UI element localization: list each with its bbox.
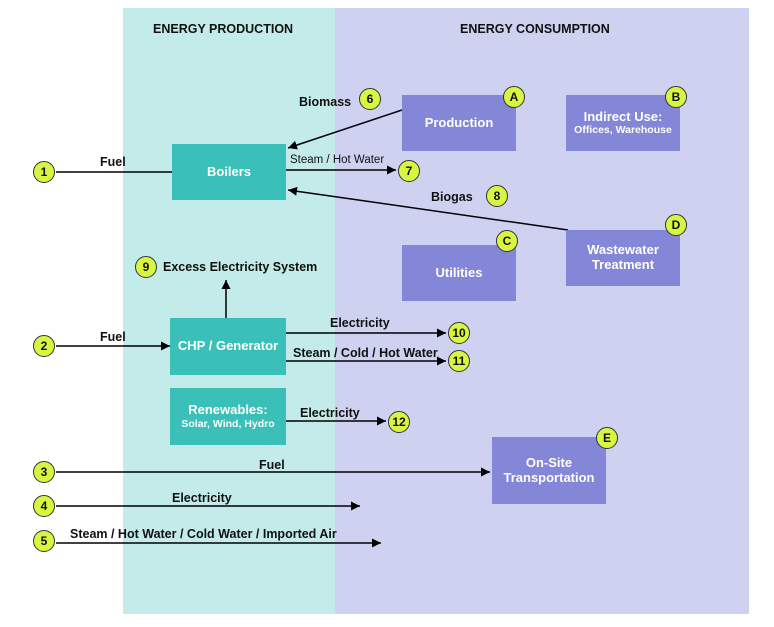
badge-b: B <box>665 86 687 108</box>
badge-9: 9 <box>135 256 157 278</box>
boilers-box[interactable]: Boilers <box>172 144 286 200</box>
badge-11: 11 <box>448 350 470 372</box>
on-site-transportation-label: On-Site Transportation <box>503 454 595 485</box>
biogas-label: Biogas <box>431 190 473 204</box>
boilers-label: Boilers <box>206 163 252 179</box>
imported-utilities-label: Steam / Hot Water / Cold Water / Importe… <box>70 527 337 541</box>
badge-c: C <box>496 230 518 252</box>
steam-hot-water-label: Steam / Hot Water <box>290 154 385 166</box>
utilities-label: Utilities <box>435 264 483 280</box>
on-site-transportation-box[interactable]: On-Site Transportation <box>492 437 606 504</box>
energy-production-title: ENERGY PRODUCTION <box>153 22 294 36</box>
electricity-import-label: Electricity <box>172 491 232 505</box>
indirect-use-box[interactable]: Indirect Use: Offices, Warehouse <box>566 95 680 151</box>
badge-a: A <box>503 86 525 108</box>
renewables-title: Renewables: <box>188 402 268 417</box>
chp-generator-label: CHP / Generator <box>177 338 279 354</box>
fuel-label-3: Fuel <box>259 458 285 472</box>
energy-production-zone: ENERGY PRODUCTION <box>123 8 335 614</box>
biogas-arrow <box>287 186 569 231</box>
chp-steam-label: Steam / Cold / Hot Water <box>293 346 438 360</box>
badge-3: 3 <box>33 461 55 483</box>
badge-1: 1 <box>33 161 55 183</box>
biomass-arrow <box>287 109 403 150</box>
chp-generator-box[interactable]: CHP / Generator <box>170 318 286 375</box>
renewables-sub: Solar, Wind, Hydro <box>181 417 275 430</box>
fuel-label-2: Fuel <box>100 330 126 344</box>
production-box[interactable]: Production <box>402 95 516 151</box>
energy-consumption-title: ENERGY CONSUMPTION <box>460 22 610 36</box>
excess-electricity-label: Excess Electricity System <box>163 260 318 274</box>
indirect-use-title: Indirect Use: <box>583 108 663 124</box>
badge-7: 7 <box>398 160 420 182</box>
badge-6: 6 <box>359 88 381 110</box>
utilities-box[interactable]: Utilities <box>402 245 516 301</box>
indirect-use-sub: Offices, Warehouse <box>574 124 672 137</box>
renewables-electricity-label: Electricity <box>300 406 360 420</box>
badge-4: 4 <box>33 495 55 517</box>
renewables-box[interactable]: Renewables: Solar, Wind, Hydro <box>170 388 286 445</box>
wastewater-treatment-label: Wastewater Treatment <box>587 242 659 272</box>
badge-d: D <box>665 214 687 236</box>
production-label: Production <box>424 114 494 130</box>
wastewater-treatment-box[interactable]: Wastewater Treatment <box>566 230 680 286</box>
badge-8: 8 <box>486 185 508 207</box>
badge-12: 12 <box>388 411 410 433</box>
badge-e: E <box>596 427 618 449</box>
fuel-label-1: Fuel <box>100 155 126 169</box>
badge-10: 10 <box>448 322 470 344</box>
biomass-label: Biomass <box>299 95 352 109</box>
badge-5: 5 <box>33 530 55 552</box>
chp-electricity-label: Electricity <box>330 316 390 330</box>
badge-2: 2 <box>33 335 55 357</box>
